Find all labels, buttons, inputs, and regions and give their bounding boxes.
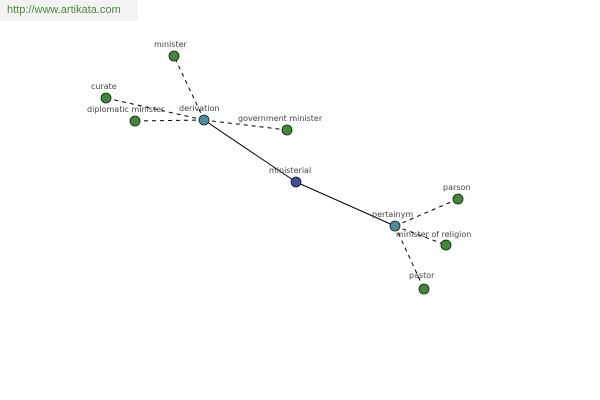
graph-nodes xyxy=(100,50,464,295)
edge-derivation-diplomatic-minister xyxy=(134,119,205,122)
node-diplomatic-minister[interactable] xyxy=(129,115,141,127)
node-ministerial[interactable] xyxy=(290,176,302,188)
edge-pertainym-parson xyxy=(394,198,459,227)
node-label-ministerial[interactable]: ministerial xyxy=(269,166,311,175)
edge-derivation-curate xyxy=(105,97,205,121)
node-government-minister[interactable] xyxy=(281,124,293,136)
node-parson[interactable] xyxy=(452,193,464,205)
edge-pertainym-pastor xyxy=(394,225,425,290)
node-label-parson[interactable]: parson xyxy=(443,183,470,192)
graph-edges xyxy=(105,55,459,290)
node-pertainym[interactable] xyxy=(389,220,401,232)
node-label-derivation[interactable]: derivation xyxy=(179,104,219,113)
node-label-government-minister[interactable]: government minister xyxy=(238,114,323,123)
node-derivation[interactable] xyxy=(198,114,210,126)
site-url-watermark: http://www.artikata.com xyxy=(0,0,138,21)
node-label-diplomatic-minister[interactable]: diplomatic minister xyxy=(87,105,165,114)
node-curate[interactable] xyxy=(100,92,112,104)
node-pastor[interactable] xyxy=(418,283,430,295)
node-label-pertainym[interactable]: pertainym xyxy=(372,210,413,219)
graph-labels: ministerial derivation pertainym minister cu… xyxy=(87,40,471,280)
edge-ministerial-derivation xyxy=(203,119,297,183)
node-label-pastor[interactable]: pastor xyxy=(409,271,435,280)
node-label-minister-of-religion[interactable]: minister of religion xyxy=(396,230,471,239)
node-label-minister[interactable]: minister xyxy=(154,40,188,49)
node-minister[interactable] xyxy=(168,50,180,62)
node-label-curate[interactable]: curate xyxy=(91,82,117,91)
edge-derivation-government-minister xyxy=(203,119,288,131)
edge-derivation-minister xyxy=(173,55,205,121)
node-minister-of-religion[interactable] xyxy=(440,239,452,251)
edge-ministerial-pertainym xyxy=(295,181,396,227)
edge-pertainym-minister-of-religion xyxy=(394,225,447,246)
